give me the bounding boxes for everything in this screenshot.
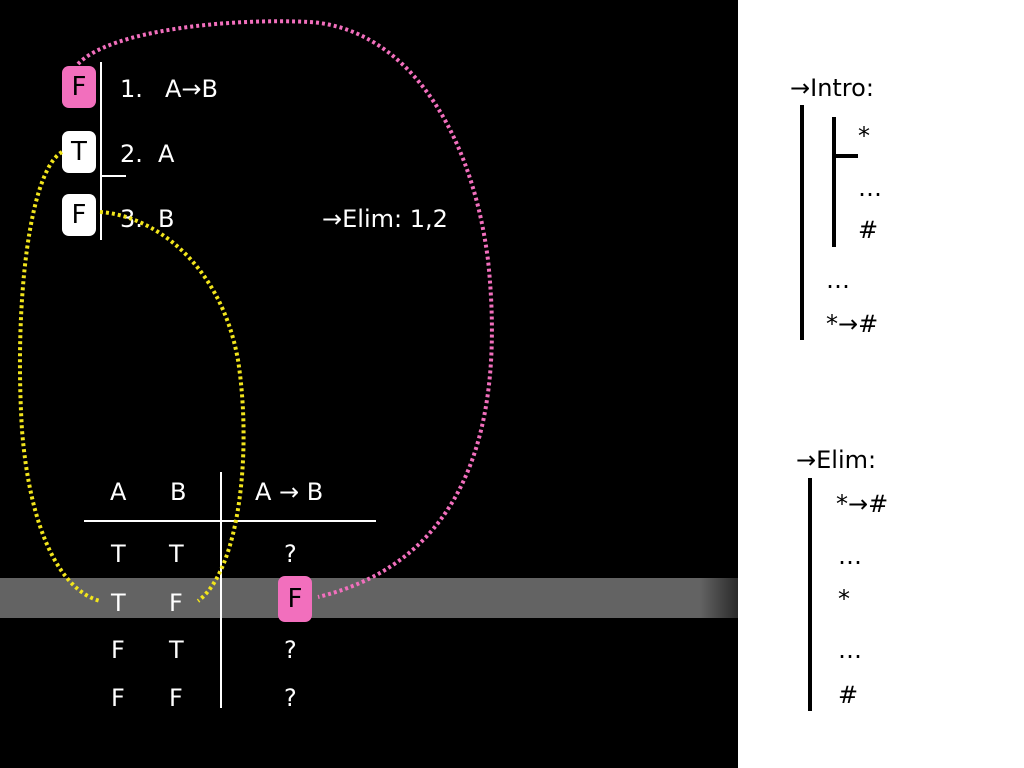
elim-line-ellipsis-2: … [838,636,862,664]
table-cell-r2-b: F [169,589,183,617]
line-formula-2: A [158,140,175,168]
elim-line-conclusion: # [838,681,859,709]
line-formula-3: B [158,205,175,233]
yellow-dotted-connector-inner [99,210,246,603]
truth-value-badge-line2: T [62,131,96,173]
table-header-b: B [170,478,187,506]
proof-scope-line [100,62,102,240]
line-justification-3: →Elim: 1,2 [322,205,448,233]
line-number-1: 1. [120,75,143,103]
intro-line-assumption: * [858,122,870,150]
table-header-rule [84,520,376,522]
table-cell-r2-a: T [111,589,126,617]
elim-rule-title: →Elim: [796,446,877,474]
table-cell-r1-result: ? [284,540,297,568]
elim-scope-line [808,478,812,711]
intro-subproof-assumption-bar [832,154,858,158]
elim-line-conditional: *→# [836,490,889,518]
rules-panel [738,0,1024,768]
elim-line-antecedent: * [838,585,850,613]
table-cell-r4-result: ? [284,684,297,712]
intro-rule-title: →Intro: [790,74,874,102]
line-number-2: 2. [120,140,143,168]
table-column-divider [220,472,222,708]
intro-line-consequent: # [858,216,879,244]
table-cell-r2-result-badge: F [278,576,312,622]
premise-separator [100,175,126,177]
yellow-dotted-connector-outer [17,150,101,603]
table-cell-r4-b: F [169,684,183,712]
table-header-a: A [110,478,127,506]
table-cell-r4-a: F [111,684,125,712]
table-cell-r3-b: T [169,636,184,664]
table-header-conditional: A → B [255,478,324,506]
table-cell-r1-b: T [169,540,184,568]
line-formula-1: A→B [165,75,218,103]
intro-line-conclusion: *→# [826,310,879,338]
table-cell-r3-a: F [111,636,125,664]
intro-line-ellipsis-2: … [826,266,850,294]
highlighted-row-band [0,578,738,618]
table-cell-r3-result: ? [284,636,297,664]
table-cell-r1-a: T [111,540,126,568]
truth-value-badge-line1: F [62,66,96,108]
intro-outer-scope-line [800,105,804,340]
intro-line-ellipsis-1: … [858,174,882,202]
truth-value-badge-line3: F [62,194,96,236]
pink-dotted-connector [76,19,494,599]
intro-subproof-scope-line [832,117,836,247]
elim-line-ellipsis-1: … [838,542,862,570]
